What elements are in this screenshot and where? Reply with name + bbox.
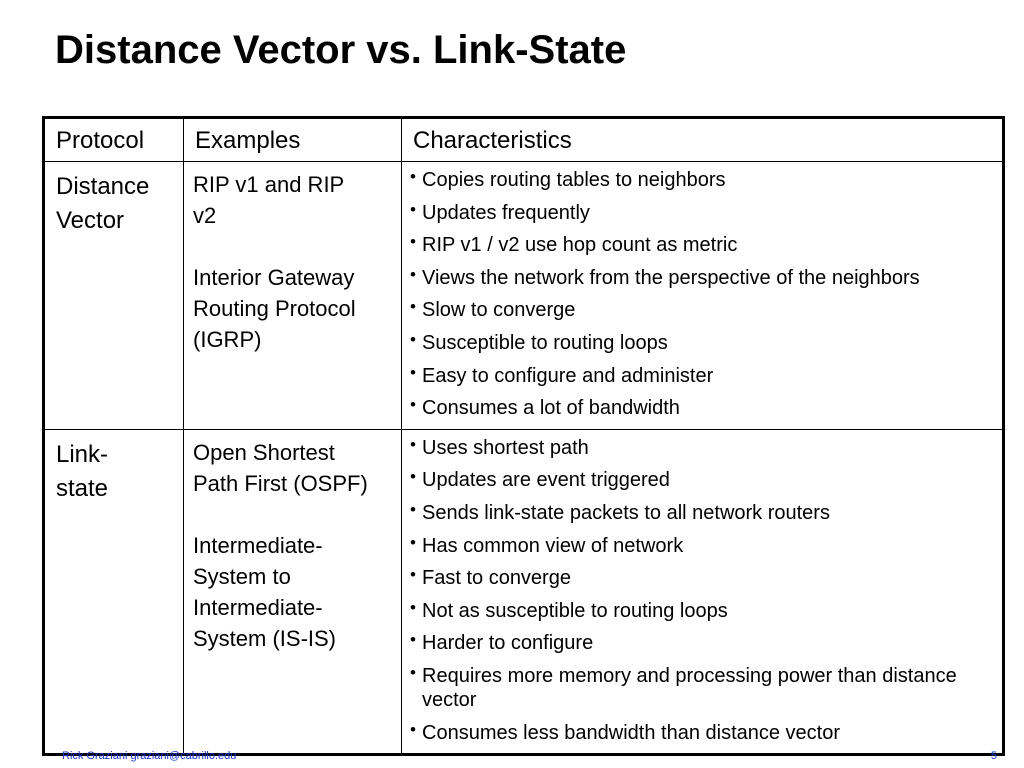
examples-list: RIP v1 and RIP v2 Interior Gateway Routi…	[184, 162, 401, 355]
example-item: Intermediate- System to Intermediate- Sy…	[193, 532, 337, 651]
example-item: Open Shortest Path First (OSPF)	[193, 439, 368, 496]
list-item: Has common view of network	[410, 531, 1002, 558]
table-header-row: Protocol Examples Characteristics	[43, 117, 1004, 162]
table-row-link-state: Link- state Open Shortest Path First (OS…	[43, 428, 1004, 756]
slide-footer: Rick Graziani graziani@cabrillo.edu	[62, 750, 237, 762]
list-item: Not as susceptible to routing loops	[410, 596, 1002, 623]
protocol-name: Link- state	[56, 440, 109, 502]
list-item: RIP v1 / v2 use hop count as metric	[410, 230, 1002, 257]
table-row-distance-vector: Distance Vector RIP v1 and RIP v2 Interi…	[43, 161, 1004, 430]
comparison-table: Protocol Examples Characteristics Distan…	[42, 116, 1005, 757]
examples-list: Open Shortest Path First (OSPF) Intermed…	[184, 430, 401, 654]
list-item: Requires more memory and processing powe…	[410, 661, 1002, 712]
list-item: Harder to configure	[410, 628, 1002, 655]
example-item: RIP v1 and RIP v2	[193, 172, 345, 228]
protocol-cell: Distance Vector	[43, 161, 184, 430]
list-item: Sends link-state packets to all network …	[410, 498, 1002, 525]
characteristics-list: Copies routing tables to neighbors Updat…	[402, 162, 1002, 420]
header-cell-examples: Examples	[183, 117, 402, 162]
slide-title: Distance Vector vs. Link-State	[55, 28, 627, 72]
list-item: Views the network from the perspective o…	[410, 263, 1002, 290]
protocol-name: Distance Vector	[56, 173, 150, 234]
list-item: Susceptible to routing loops	[410, 328, 1002, 355]
page-number: 5	[990, 750, 997, 762]
list-item: Copies routing tables to neighbors	[410, 165, 1002, 192]
header-cell-characteristics: Characteristics	[401, 117, 1004, 162]
characteristics-cell: Uses shortest path Updates are event tri…	[401, 428, 1004, 756]
list-item: Consumes less bandwidth than distance ve…	[410, 718, 1002, 745]
list-item: Updates frequently	[410, 198, 1002, 225]
examples-cell: RIP v1 and RIP v2 Interior Gateway Routi…	[183, 161, 402, 430]
list-item: Uses shortest path	[410, 433, 1002, 460]
examples-cell: Open Shortest Path First (OSPF) Intermed…	[183, 428, 402, 756]
list-item: Consumes a lot of bandwidth	[410, 393, 1002, 420]
list-item: Updates are event triggered	[410, 465, 1002, 492]
characteristics-list: Uses shortest path Updates are event tri…	[402, 430, 1002, 745]
list-item: Easy to configure and administer	[410, 361, 1002, 388]
example-item: Interior Gateway Routing Protocol (IGRP)	[193, 265, 356, 352]
list-item: Slow to converge	[410, 295, 1002, 322]
protocol-cell: Link- state	[43, 428, 184, 756]
characteristics-cell: Copies routing tables to neighbors Updat…	[401, 161, 1004, 430]
list-item: Fast to converge	[410, 563, 1002, 590]
header-cell-protocol: Protocol	[43, 117, 184, 162]
